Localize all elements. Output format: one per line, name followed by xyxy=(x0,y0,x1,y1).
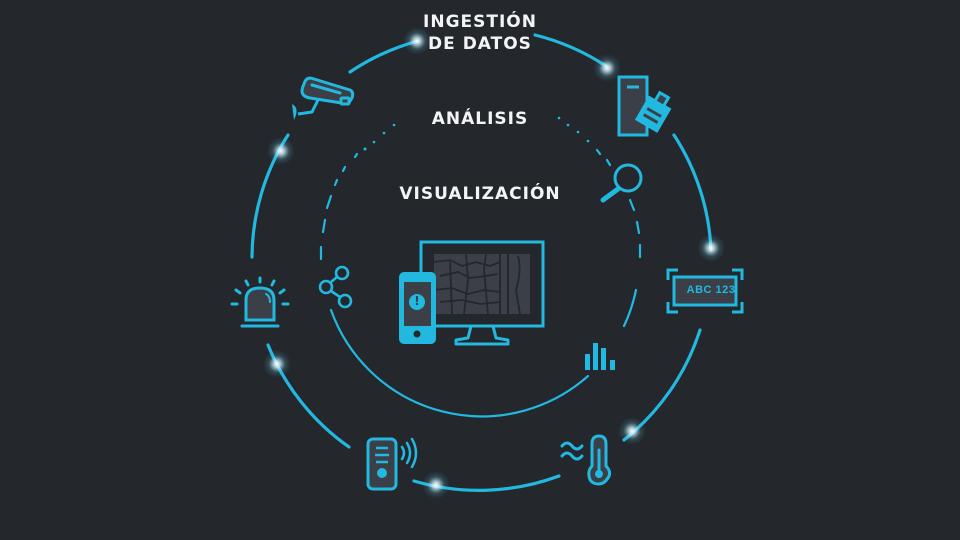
stage-label-visualization: VISUALIZACIÓN xyxy=(399,184,561,204)
magnifier-icon xyxy=(600,163,643,203)
bar-chart-icon xyxy=(585,343,615,370)
ingestion-label-line1: INGESTIÓN xyxy=(423,12,537,32)
document-badge-icon xyxy=(617,75,672,137)
security-camera-icon xyxy=(292,76,355,120)
alarm-beacon-icon xyxy=(230,276,290,328)
inner-arc-left-dots xyxy=(363,123,396,151)
glow-points xyxy=(263,27,725,499)
inner-arc-solid xyxy=(329,308,590,418)
license-plate-text: ABC 123 xyxy=(686,284,736,296)
monitor-map-icon xyxy=(419,240,545,346)
alert-exclamation: ! xyxy=(414,294,420,308)
inner-ring xyxy=(319,116,642,418)
inner-arc-right-dots xyxy=(557,116,590,143)
stage-label-analysis: ANÁLISIS xyxy=(431,109,529,129)
inner-arc-left-dashes xyxy=(319,152,359,261)
ingestion-label-line2: DE DATOS xyxy=(428,34,532,54)
smartphone-alert-icon xyxy=(399,272,436,344)
stage-label-ingestion: INGESTIÓN DE DATOS xyxy=(380,11,580,55)
license-plate-reader-icon xyxy=(666,268,744,314)
temperature-sensor-icon xyxy=(560,434,612,486)
outer-arc-right-upper xyxy=(672,133,713,252)
inner-arc-right-dashes xyxy=(595,148,642,259)
share-network-icon xyxy=(318,265,353,309)
inner-arc-right-lower xyxy=(622,288,638,328)
wireless-sensor-icon xyxy=(366,437,418,491)
